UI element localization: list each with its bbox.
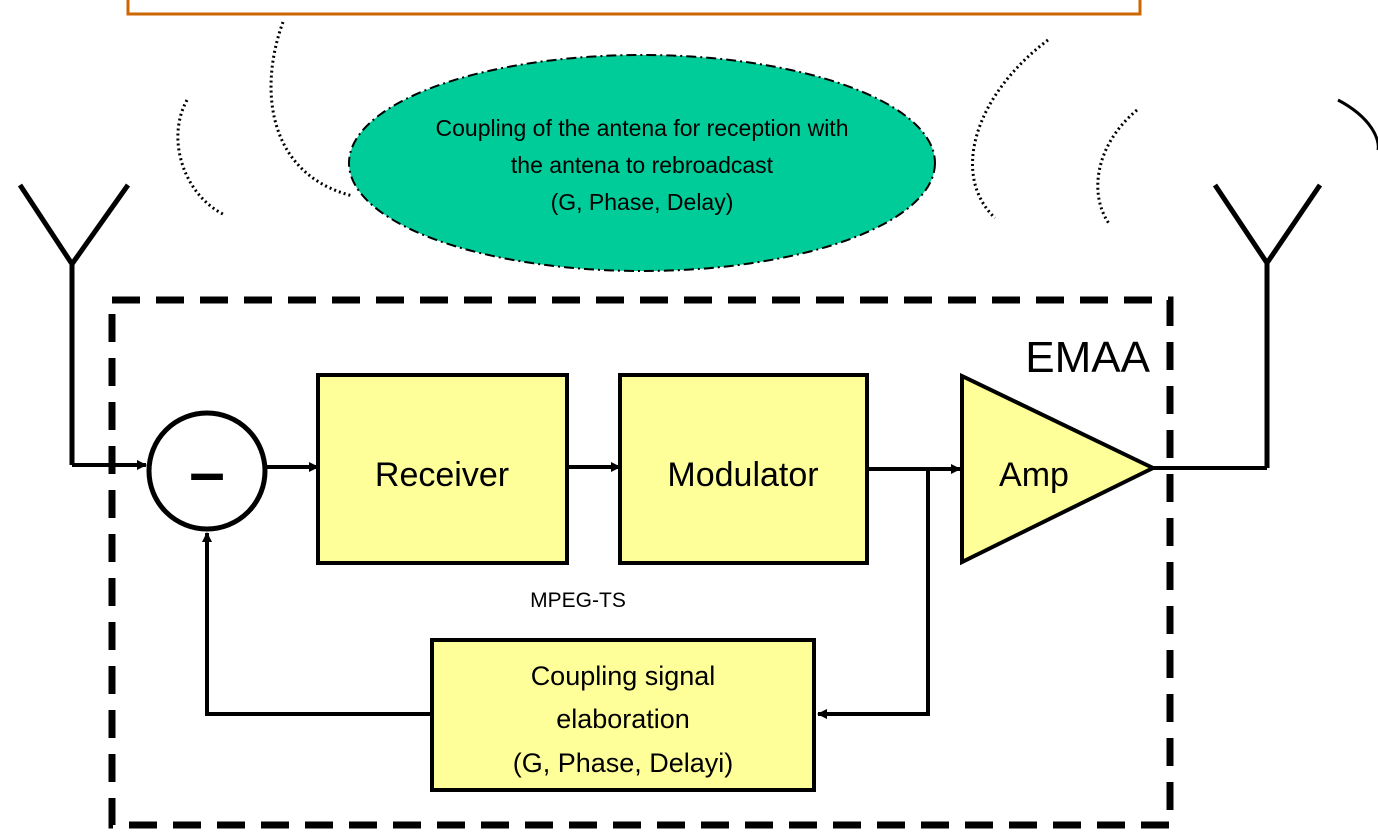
coupling-ellipse-line2: the antena to rebroadcast [511, 152, 774, 178]
subtractor-symbol: – [189, 436, 225, 508]
modulator-block [618, 373, 869, 565]
receive-antenna [17, 183, 131, 465]
top-banner [126, 0, 1142, 16]
receiver-block [316, 373, 569, 565]
coupling-ellipse [348, 54, 936, 272]
amplifier-label: Amp [999, 456, 1069, 494]
receiver-label: Receiver [375, 456, 509, 494]
wave-arc-left-inner [176, 99, 224, 216]
subtractor-node [146, 410, 268, 532]
modulator-label: Modulator [667, 456, 818, 494]
coupling-elaboration-line1: Coupling signal [531, 661, 716, 691]
coupling-elaboration-block [430, 638, 816, 792]
wave-arc-far-right [1337, 98, 1378, 150]
coupling-elaboration-line2: elaboration [556, 704, 690, 734]
emaa-label: EMAA [1025, 333, 1150, 382]
wave-arc-right-inner [1096, 108, 1138, 226]
signal-paths [72, 460, 1267, 719]
mpeg-ts-label: MPEG-TS [530, 589, 626, 612]
emaa-boundary [108, 296, 1174, 829]
coupling-ellipse-line1: Coupling of the antena for reception wit… [436, 115, 849, 141]
wave-arc-left-outer [269, 21, 354, 198]
amplifier-triangle [960, 372, 1158, 566]
transmit-antenna [1212, 183, 1323, 468]
coupling-ellipse-line3: (G, Phase, Delay) [551, 189, 734, 215]
radiation-waves [176, 21, 1138, 226]
coupling-elaboration-line3: (G, Phase, Delayi) [513, 748, 734, 778]
wave-arc-right-outer [971, 38, 1049, 220]
